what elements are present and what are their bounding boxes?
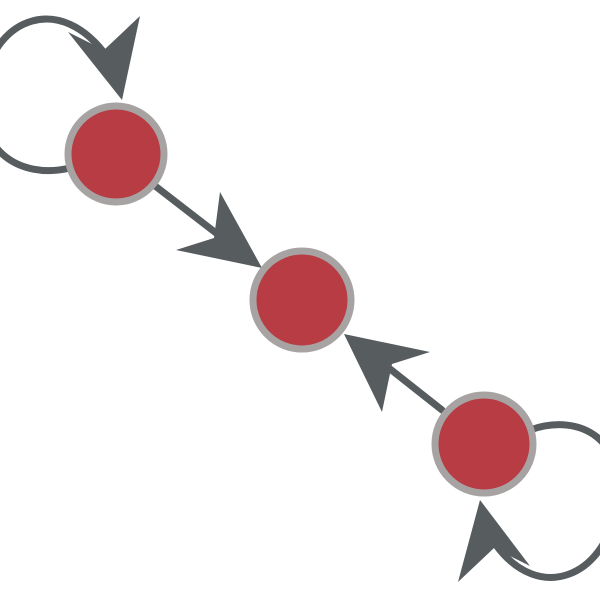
edge-self-loop-bottom-right xyxy=(458,421,600,582)
self-loop-bottom-right-line xyxy=(492,421,600,581)
node-top-left xyxy=(64,102,168,206)
self-loop-top-left-arrowhead xyxy=(68,16,140,100)
edge-top-left-to-center xyxy=(146,178,262,268)
node-center xyxy=(249,247,355,353)
node-bottom-right xyxy=(431,391,537,497)
edge-bottom-right-to-center xyxy=(344,334,446,414)
edge-self-loop-top-left xyxy=(0,15,140,175)
edge-bottom-right-to-center-arrowhead xyxy=(344,334,430,412)
self-loop-bottom-right-arrowhead xyxy=(458,500,530,582)
edge-top-left-to-center-arrowhead xyxy=(176,192,262,268)
self-loop-top-left-line xyxy=(0,15,112,175)
